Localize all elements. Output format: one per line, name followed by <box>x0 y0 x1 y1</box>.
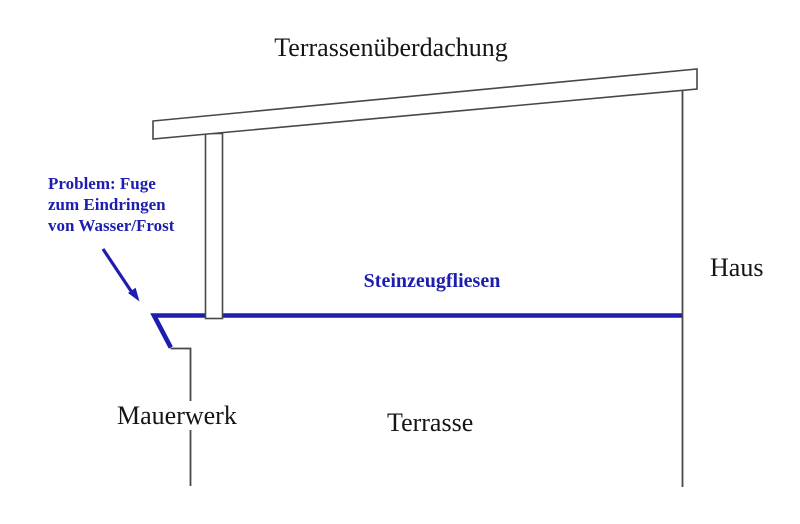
arrowhead-icon <box>128 287 140 302</box>
house-label: Haus <box>710 253 764 282</box>
roof-beam <box>152 68 698 140</box>
problem-note-line-3: von Wasser/Frost <box>48 216 175 235</box>
problem-note-line-2: zum Eindringen <box>48 195 166 214</box>
problem-note-line-1: Problem: Fuge <box>48 174 156 193</box>
terrace-label: Terrasse <box>387 408 474 437</box>
masonry-label: Mauerwerk <box>114 401 240 431</box>
tile-layer-line <box>150 313 682 349</box>
diagram-title: Terrassenüberdachung <box>274 33 508 62</box>
problem-arrow <box>101 248 134 294</box>
support-post <box>204 132 224 320</box>
masonry-step-line <box>170 347 192 486</box>
tiles-label: Steinzeugfliesen <box>363 270 501 292</box>
problem-note: Problem: Fuge zum Eindringen von Wasser/… <box>48 173 174 236</box>
